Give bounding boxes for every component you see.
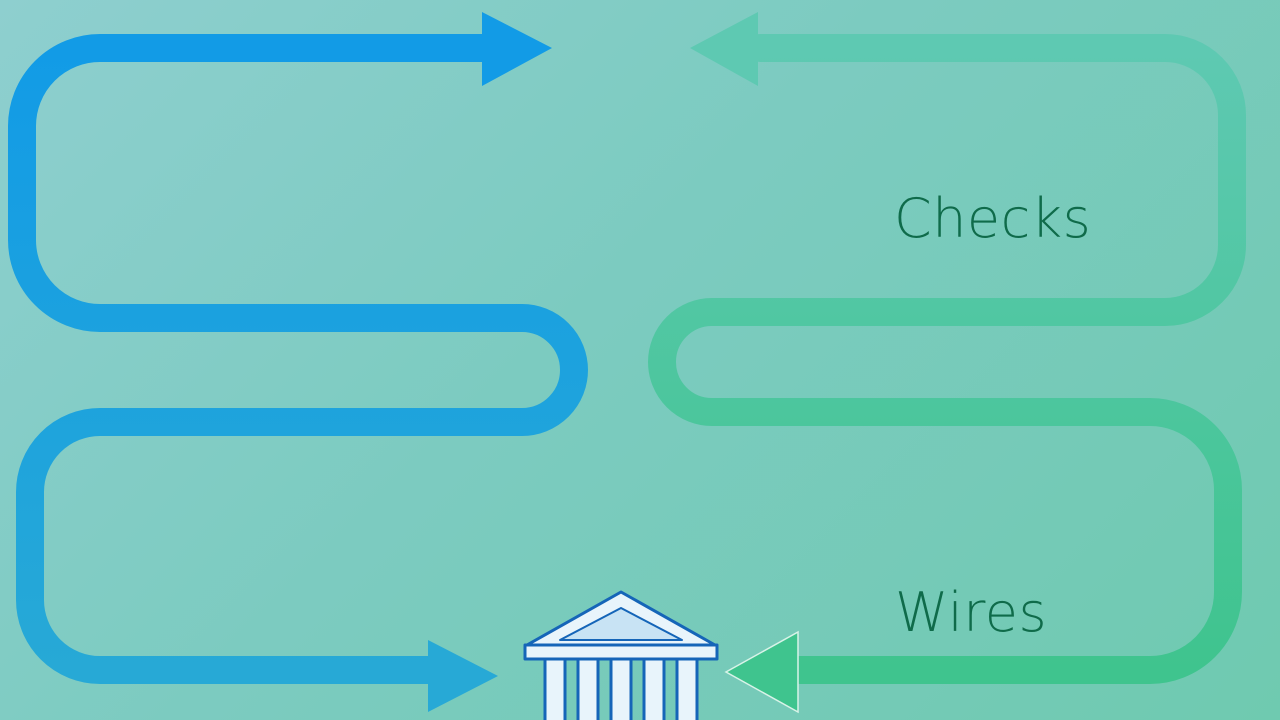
arrow-head-top-right (690, 12, 758, 86)
wires-label: Wires (895, 581, 1048, 644)
arrow-head-bottom-right (724, 630, 799, 714)
bank-building-icon (523, 590, 719, 720)
arrow-head-bottom-left (428, 640, 498, 712)
arrow-head-top-left (482, 12, 552, 86)
right-flow-path (648, 34, 1246, 684)
checks-label: Checks (894, 187, 1092, 250)
left-flow-path (8, 34, 588, 684)
